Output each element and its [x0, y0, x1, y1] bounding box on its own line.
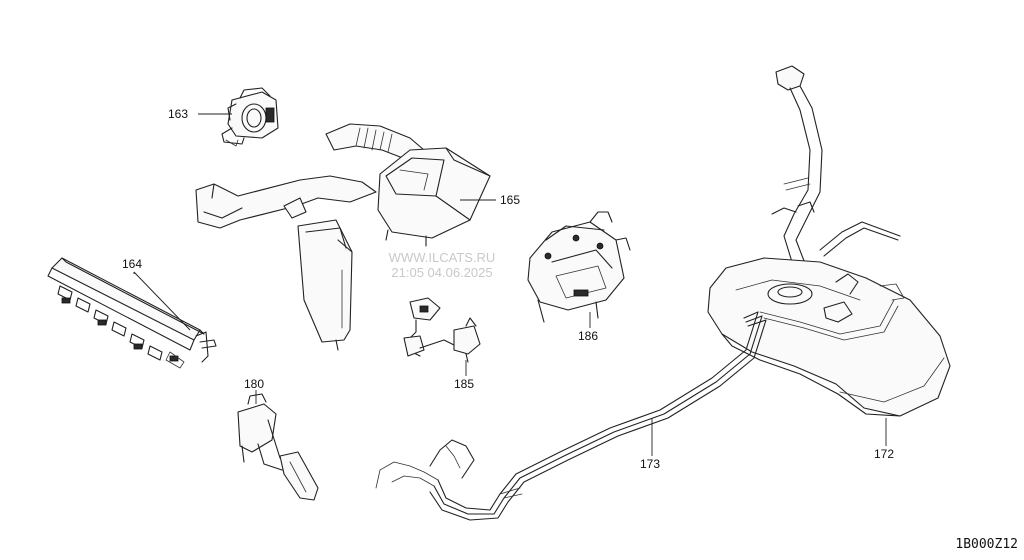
svg-text:21:05 04.06.2025: 21:05 04.06.2025 — [391, 265, 492, 280]
part-label-186[interactable]: 186 — [578, 329, 598, 343]
part-label-185[interactable]: 185 — [454, 377, 474, 391]
part-label-164[interactable]: 164 — [122, 257, 142, 271]
part-label-173[interactable]: 173 — [640, 457, 660, 471]
part-label-165[interactable]: 165 — [500, 193, 520, 207]
svg-text:WWW.ILCATS.RU: WWW.ILCATS.RU — [389, 250, 496, 265]
accelerator-pedal-drawing[interactable] — [237, 393, 319, 501]
fuel-rail-drawing[interactable] — [47, 257, 217, 369]
fuel-tank-drawing[interactable] — [707, 65, 951, 417]
throttle-body-drawing[interactable] — [221, 87, 279, 147]
fuel-lines-drawing[interactable] — [375, 311, 767, 521]
injection-pump-drawing[interactable] — [527, 211, 631, 323]
leader-lines — [133, 113, 887, 456]
part-label-163[interactable]: 163 — [168, 107, 188, 121]
air-intake-drawing[interactable] — [195, 123, 491, 351]
fuel-fittings-drawing[interactable] — [403, 297, 481, 363]
part-labels: 163 164 165 172 173 180 185 186 — [122, 107, 894, 471]
part-label-172[interactable]: 172 — [874, 447, 894, 461]
diagram-ref-code: 1B000Z12 — [955, 537, 1018, 552]
watermark: WWW.ILCATS.RU 21:05 04.06.2025 — [389, 250, 496, 280]
part-label-180[interactable]: 180 — [244, 377, 264, 391]
